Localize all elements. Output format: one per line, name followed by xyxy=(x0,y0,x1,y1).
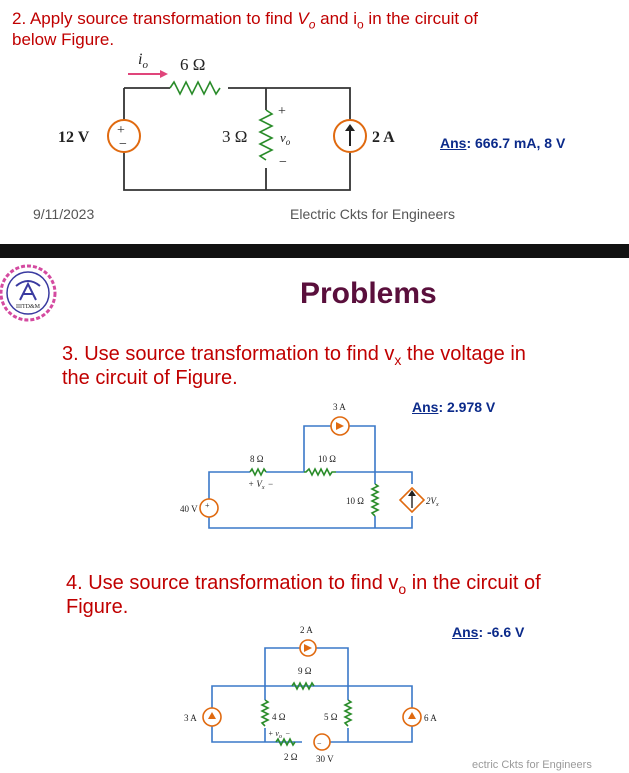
question-2-line2: below Figure. xyxy=(12,30,115,49)
resistor-6-label: 6 Ω xyxy=(180,55,205,74)
q3-10b-label: 10 Ω xyxy=(346,496,364,506)
question-2-line1: 2. Apply source transformation to find V… xyxy=(12,9,479,32)
q4-2-label: 2 Ω xyxy=(284,752,298,762)
q4-2a-label: 2 A xyxy=(300,625,313,635)
io-label: io xyxy=(138,51,148,71)
resistor-5-ohm xyxy=(343,699,353,727)
q4-vo-label: + vo− xyxy=(268,729,290,740)
q4-3a-label: 3 A xyxy=(184,713,197,723)
logo-text: IIITD&M xyxy=(16,304,41,310)
voltage-source-40v xyxy=(199,498,219,518)
current-arrow-io xyxy=(128,70,168,78)
current-source-label: 2 A xyxy=(372,129,395,146)
footer-course: Electric Ckts for Engineers xyxy=(290,206,455,222)
q4-4-label: 4 Ω xyxy=(272,712,286,722)
page-title: Problems xyxy=(300,277,437,310)
vo-plus: + xyxy=(278,104,286,119)
question-3-line1: 3. Use source transformation to find vx … xyxy=(62,343,526,368)
voltage-source-30v xyxy=(313,733,331,751)
resistor-4-ohm xyxy=(260,699,270,727)
q3-dep-label: 2Vx xyxy=(426,496,439,508)
question-4-line2: Figure. xyxy=(66,596,129,618)
svg-text:−: − xyxy=(317,739,322,748)
svg-text:+: + xyxy=(205,501,210,510)
answer-q2: Ans: 666.7 mA, 8 V xyxy=(440,135,566,151)
voltage-source-label: 12 V xyxy=(58,129,90,146)
resistor-3-label: 3 Ω xyxy=(222,127,247,146)
q3-3a-label: 3 A xyxy=(333,402,346,412)
vo-minus: − xyxy=(279,155,287,170)
resistor-9-ohm xyxy=(291,681,315,691)
q3-10a-label: 10 Ω xyxy=(318,454,336,464)
answer-q4: Ans: -6.6 V xyxy=(452,624,525,640)
footer-date: 9/11/2023 xyxy=(33,206,95,222)
resistor-8-ohm xyxy=(249,467,267,477)
institute-logo: IIITD&M xyxy=(0,264,57,322)
source-minus: − xyxy=(119,137,127,152)
circuit-4: 2 A 9 Ω 3 A 4 Ω 5 Ω 6 A + vo− 2 Ω − 30 V xyxy=(184,625,437,764)
q3-8-label: 8 Ω xyxy=(250,454,264,464)
slide-divider-band xyxy=(0,244,629,258)
resistor-3-ohm xyxy=(258,109,274,161)
question-4-line1: 4. Use source transformation to find vo … xyxy=(66,572,541,597)
resistor-2-ohm xyxy=(275,737,296,747)
slide-2: 2. Apply source transformation to find V… xyxy=(0,0,629,244)
q3-vx-label: + Vx− xyxy=(248,479,274,491)
q4-6a-label: 6 A xyxy=(424,713,437,723)
question-3-line2: the circuit of Figure. xyxy=(62,367,238,389)
q4-5-label: 5 Ω xyxy=(324,712,338,722)
q3-40v-label: 40 V xyxy=(180,504,198,514)
answer-q3: Ans: 2.978 V xyxy=(412,399,496,415)
slide-problems: IIITD&M Problems 3. Use source transform… xyxy=(0,258,629,773)
source-plus: + xyxy=(117,123,125,138)
resistor-10-ohm-horizontal xyxy=(304,467,336,477)
vo-label: vo xyxy=(280,130,291,147)
circuit-3: 3 A 8 Ω + Vx− 10 Ω + 40 V 10 Ω 2Vx xyxy=(180,402,439,529)
footer-course-partial: ectric Ckts for Engineers xyxy=(472,759,592,771)
q4-30v-label: 30 V xyxy=(316,754,334,764)
circuit-1: io 6 Ω + − 12 V 3 Ω + vo − 2 A xyxy=(58,51,395,191)
q4-9-label: 9 Ω xyxy=(298,666,312,676)
voltage-source-12v xyxy=(107,119,141,153)
resistor-10-ohm-vertical xyxy=(370,483,380,517)
resistor-6-ohm xyxy=(169,80,221,96)
